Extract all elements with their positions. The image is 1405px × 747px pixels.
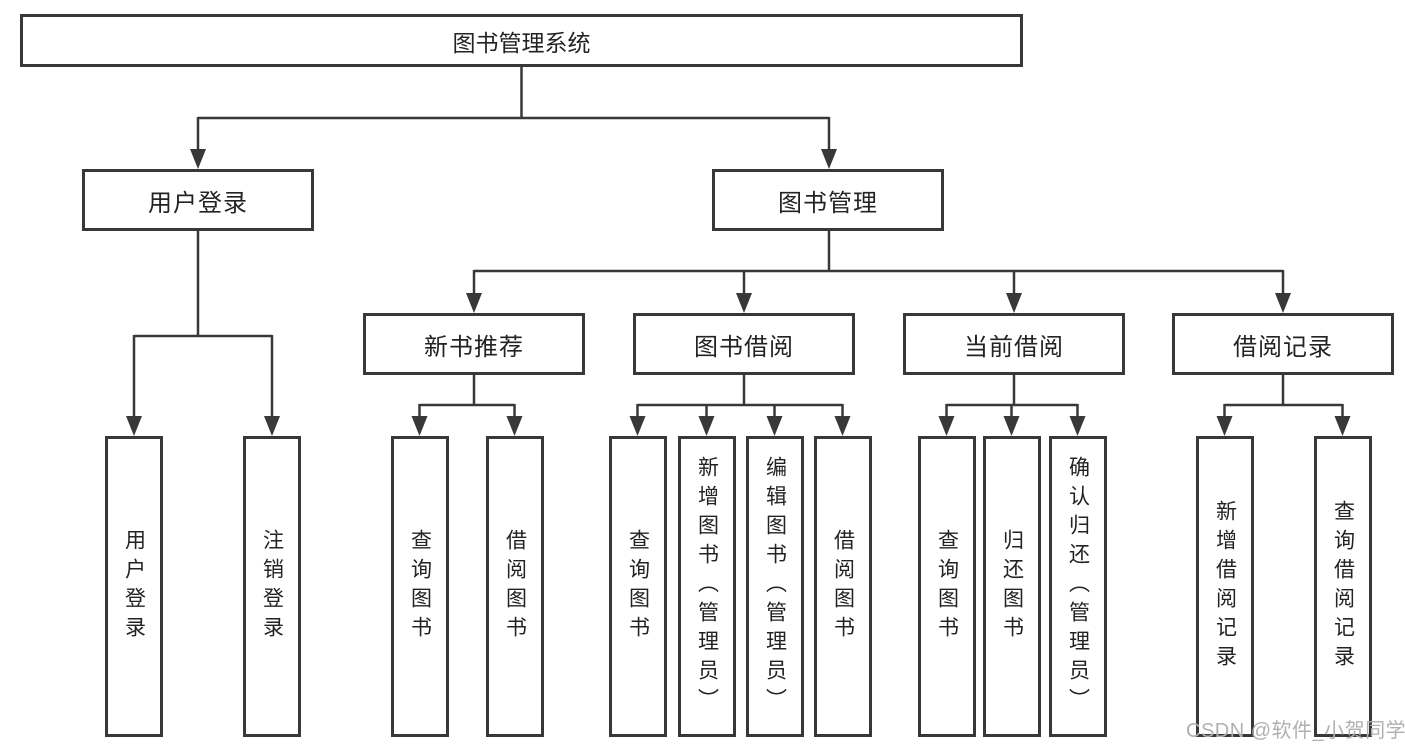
leaf-logout: 注销登录 [243,436,301,737]
leaf-borrow-books-recommend-label: 借阅图书 [503,528,527,645]
watermark: CSDN @软件_小贺同学 [1186,720,1405,742]
node-user-login-label: 用户登录 [148,189,248,217]
leaf-add-borrow-record: 新增借阅记录 [1196,436,1254,737]
node-root-label: 图书管理系统 [452,29,591,56]
leaf-add-book-admin: 新增图书（管理员） [678,436,736,737]
node-book-management-label: 图书管理 [778,189,878,217]
leaf-edit-book-admin: 编辑图书（管理员） [746,436,804,737]
leaf-query-books-current-label: 查询图书 [935,528,959,645]
node-new-book-recommend-label: 新书推荐 [424,333,524,361]
leaf-query-books-borrow: 查询图书 [609,436,667,737]
node-book-borrow: 图书借阅 [633,313,855,375]
leaf-query-books-recommend: 查询图书 [391,436,449,737]
node-book-management: 图书管理 [712,169,944,231]
node-new-book-recommend: 新书推荐 [363,313,585,375]
node-user-login: 用户登录 [82,169,314,231]
leaf-borrow-books-label: 借阅图书 [831,528,855,645]
node-current-borrow: 当前借阅 [903,313,1125,375]
leaf-add-book-admin-label: 新增图书（管理员） [695,456,719,717]
node-current-borrow-label: 当前借阅 [964,333,1064,361]
leaf-confirm-return-admin: 确认归还（管理员） [1049,436,1107,737]
node-root: 图书管理系统 [20,14,1023,67]
node-borrow-records-label: 借阅记录 [1233,333,1333,361]
leaf-query-books-recommend-label: 查询图书 [408,528,432,645]
leaf-query-borrow-record-label: 查询借阅记录 [1331,499,1355,674]
leaf-add-borrow-record-label: 新增借阅记录 [1213,499,1237,674]
leaf-borrow-books-recommend: 借阅图书 [486,436,544,737]
arrowheads [126,149,1351,436]
leaf-logout-label: 注销登录 [260,528,284,645]
leaf-confirm-return-admin-label: 确认归还（管理员） [1066,456,1090,717]
leaf-query-books-current: 查询图书 [918,436,976,737]
leaf-borrow-books: 借阅图书 [814,436,872,737]
leaf-user-login: 用户登录 [105,436,163,737]
leaf-return-book: 归还图书 [983,436,1041,737]
node-book-borrow-label: 图书借阅 [694,333,794,361]
leaf-query-borrow-record: 查询借阅记录 [1314,436,1372,737]
leaf-edit-book-admin-label: 编辑图书（管理员） [763,456,787,717]
leaf-return-book-label: 归还图书 [1000,528,1024,645]
leaf-query-books-borrow-label: 查询图书 [626,528,650,645]
node-borrow-records: 借阅记录 [1172,313,1394,375]
leaf-user-login-label: 用户登录 [122,528,146,645]
